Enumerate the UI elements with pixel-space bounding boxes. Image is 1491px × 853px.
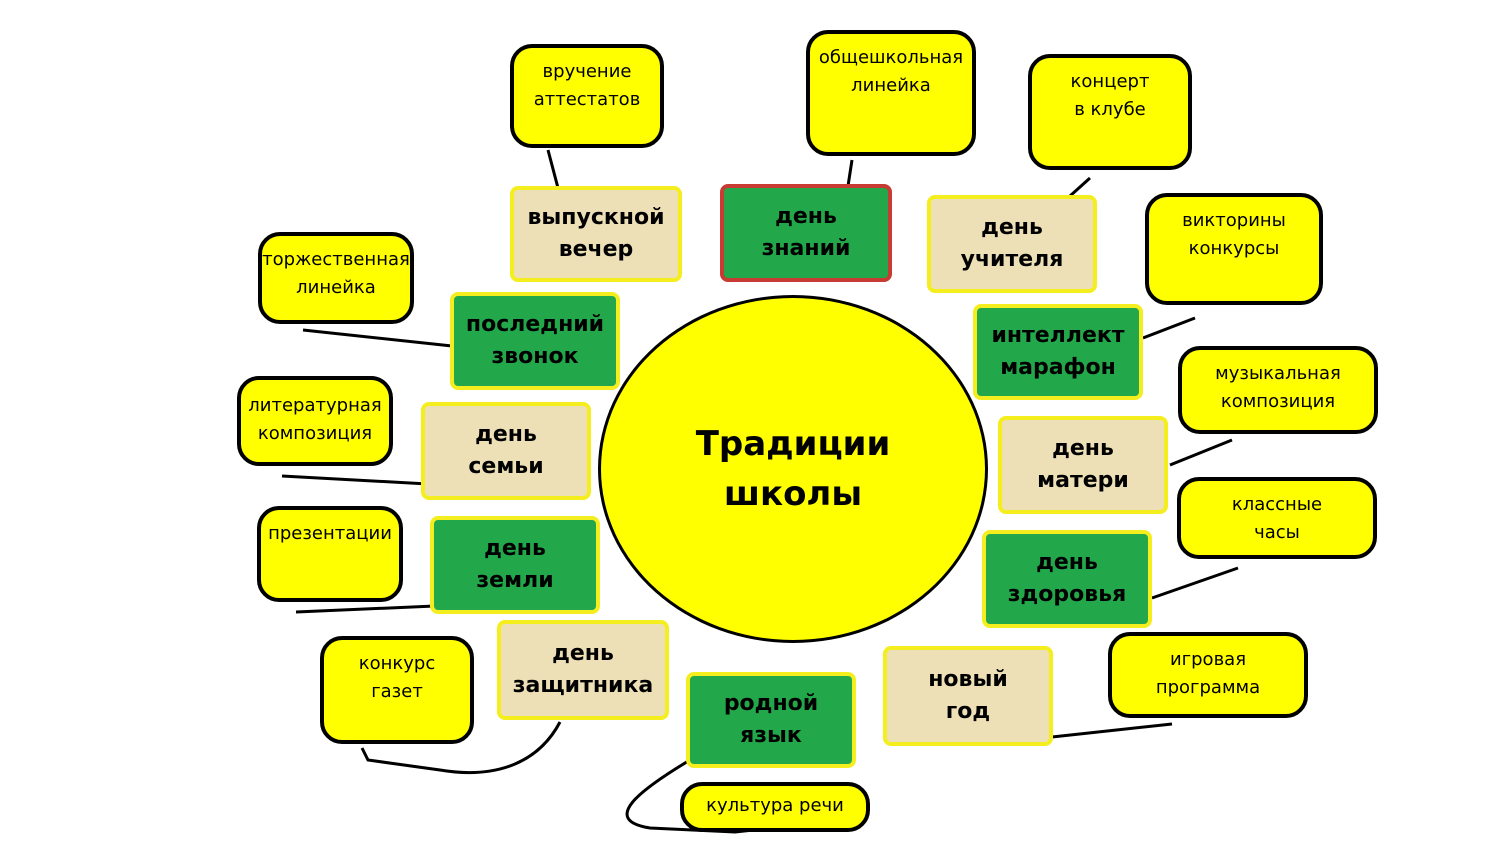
connector-intellect [1142,316,1196,340]
connector-native [625,758,791,834]
bubble-label: торжественная линейка [262,249,410,298]
event-earth-day: день земли [430,516,600,614]
bubble-graduation: вручение аттестатов [510,44,664,148]
event-native-language: родной язык [686,672,856,768]
bubble-teacher: концерт в клубе [1028,54,1192,170]
bubble-label: презентации [268,523,392,544]
event-label: день знаний [761,204,851,261]
bubble-label: общешкольная линейка [818,47,964,96]
bubble-knowledge: общешкольная линейка [806,30,976,156]
bubble-new-year: игровая программа [1108,632,1308,718]
connector-family [281,474,429,486]
connector-mother [1169,438,1233,467]
event-graduation-evening: выпускной вечер [510,186,682,282]
event-new-year: новый год [883,646,1053,746]
bubble-label: классные часы [1231,494,1323,543]
event-label: новый год [928,667,1008,724]
bubble-label: викторины конкурсы [1182,210,1286,259]
connector-teacher [1068,176,1092,198]
event-intellect-marathon: интеллект марафон [973,304,1143,400]
bubble-native-language: культура речи [680,782,870,832]
connector-graduation [546,149,560,189]
bubble-intellect: викторины конкурсы [1145,193,1323,305]
event-mother-day: день матери [998,416,1168,514]
center-title-circle: Традиции школы [598,295,988,643]
bubble-mother: музыкальная композиция [1178,346,1378,434]
bubble-defender: конкурс газет [320,636,474,744]
bubble-label: конкурс газет [358,653,436,702]
event-label: день учителя [960,215,1064,272]
event-label: день защитника [512,641,654,698]
event-teacher-day: день учителя [927,195,1097,293]
bubble-family: литературная композиция [237,376,393,466]
event-label: день матери [1037,436,1129,493]
connector-defender [360,721,562,775]
connector-knowledge [846,159,854,187]
connector-health [1151,566,1239,600]
event-label: день здоровья [1007,550,1127,607]
bubble-label: концерт в клубе [1070,71,1150,120]
center-title: Традиции школы [695,424,891,514]
event-label: родной язык [723,691,819,748]
connector-lastbell [302,328,453,348]
connector-earth [295,604,436,614]
event-label: день земли [476,536,554,593]
bubble-label: игровая программа [1155,649,1261,698]
bubble-label: вручение аттестатов [533,61,641,110]
bubble-label: музыкальная композиция [1215,363,1341,412]
connector-newyear [1051,722,1173,739]
bubble-label: культура речи [706,795,844,816]
bubble-label: литературная композиция [248,395,382,444]
event-label: день семьи [468,422,544,479]
event-last-bell: последний звонок [450,292,620,390]
bubble-earth: презентации [257,506,403,602]
bubble-health: классные часы [1177,477,1377,559]
event-label: выпускной вечер [527,205,665,262]
event-label: интеллект марафон [991,323,1125,380]
bubble-last-bell: торжественная линейка [258,232,414,324]
event-knowledge-day: день знаний [720,184,892,282]
event-health-day: день здоровья [982,530,1152,628]
event-label: последний звонок [465,312,605,369]
event-defender-day: день защитника [497,620,669,720]
event-family-day: день семьи [421,402,591,500]
